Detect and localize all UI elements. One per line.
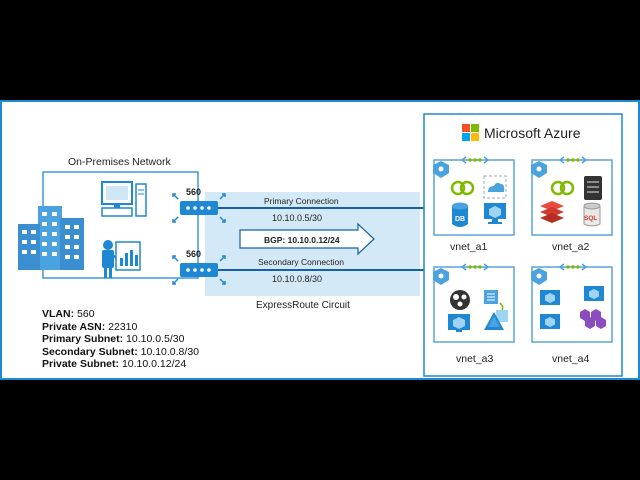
vlan-value: 560 [77, 308, 95, 320]
primary-subnet-value: 10.10.0.5/30 [126, 333, 185, 346]
secondary-router-vlan: 560 [186, 249, 201, 259]
vnet-a2-server-icon [584, 176, 602, 200]
vnet-a1-link-icon [450, 180, 475, 196]
microsoft-logo-icon [462, 124, 479, 141]
vnet-a3-gateway-icon [433, 268, 449, 285]
vnet-a4-vm-icon-1 [540, 290, 560, 305]
expressroute-label: ExpressRoute Circuit [256, 300, 350, 311]
vnet-a1-database-icon: DB [452, 202, 468, 227]
asn-row: Private ASN: 22310 [42, 321, 199, 334]
primary-connection-label: Primary Connection [264, 196, 339, 206]
private-subnet-label: Private Subnet: [42, 358, 120, 371]
vnet-a1-cloud-service-icon [483, 175, 507, 199]
vnet-a2-redis-icon [540, 201, 564, 223]
vnet-a4-scale-set-icon [580, 309, 606, 329]
vnet-a3-identity-icon [484, 312, 504, 330]
vnet-a2-link-icon [550, 180, 575, 196]
vnet-a4-vm-icon-2 [584, 286, 604, 301]
primary-router-icon [172, 193, 226, 223]
bgp-label: BGP: 10.10.0.12/24 [264, 235, 340, 245]
vnet-a3-cluster-icon [450, 290, 470, 310]
vnet-a1-label: vnet_a1 [450, 241, 488, 253]
presenter-icon [102, 240, 141, 278]
onprem-details: VLAN: 560 Private ASN: 22310 Primary Sub… [42, 308, 199, 371]
private-subnet-value: 10.10.0.12/24 [121, 358, 187, 371]
vnet-a2-sql-icon: SQL [583, 202, 601, 227]
private-subnet-row: Private Subnet: 10.10.0.12/24 [42, 358, 199, 371]
bgp-arrow [239, 222, 375, 256]
vnet-a3-label: vnet_a3 [456, 353, 494, 365]
vnet-a1-peering-icon [460, 156, 490, 164]
secondary-connection-subnet: 10.10.0.8/30 [272, 274, 322, 284]
network-diagram: On-Premises Network [0, 100, 640, 380]
building-icon [18, 206, 84, 270]
vnet-a4-gateway-icon [531, 268, 547, 285]
secondary-router-icon [172, 255, 226, 285]
vnet-a1-vm-icon [484, 203, 506, 224]
diagram-canvas: On-Premises Network [0, 100, 640, 380]
vnet-a3-document-icon [484, 290, 508, 322]
vnet-a3-vm-icon [448, 314, 470, 332]
vnet-a2-peering-icon [558, 156, 588, 164]
vlan-row: VLAN: 560 [42, 308, 199, 321]
asn-label: Private ASN: [42, 320, 106, 333]
svg-text:DB: DB [455, 216, 465, 223]
outer-frame [0, 100, 640, 380]
primary-subnet-label: Primary Subnet: [42, 333, 124, 346]
vnet-a4-label: vnet_a4 [552, 353, 590, 365]
azure-brand: Microsoft Azure [484, 125, 581, 141]
secondary-subnet-row: Secondary Subnet: 10.10.0.8/30 [42, 346, 199, 359]
secondary-connection-label: Secondary Connection [258, 257, 344, 267]
workstation-icon [101, 181, 147, 217]
vnet-a4-peering-icon [558, 263, 588, 271]
primary-subnet-row: Primary Subnet: 10.10.0.5/30 [42, 333, 199, 346]
vnet-a2-label: vnet_a2 [552, 241, 590, 253]
vnet-a1-gateway-icon [433, 161, 449, 178]
vnet-a2-gateway-icon [531, 161, 547, 178]
primary-connection-subnet: 10.10.0.5/30 [272, 213, 322, 223]
secondary-subnet-label: Secondary Subnet: [42, 345, 138, 358]
onprem-title: On-Premises Network [68, 156, 171, 168]
secondary-subnet-value: 10.10.0.8/30 [140, 345, 199, 358]
svg-text:SQL: SQL [584, 215, 597, 222]
vnet-a3-peering-icon [460, 263, 490, 271]
primary-router-vlan: 560 [186, 187, 201, 197]
vlan-label: VLAN: [42, 308, 75, 320]
vnet-a4-vm-icon-3 [540, 314, 560, 329]
asn-value: 22310 [108, 320, 138, 333]
